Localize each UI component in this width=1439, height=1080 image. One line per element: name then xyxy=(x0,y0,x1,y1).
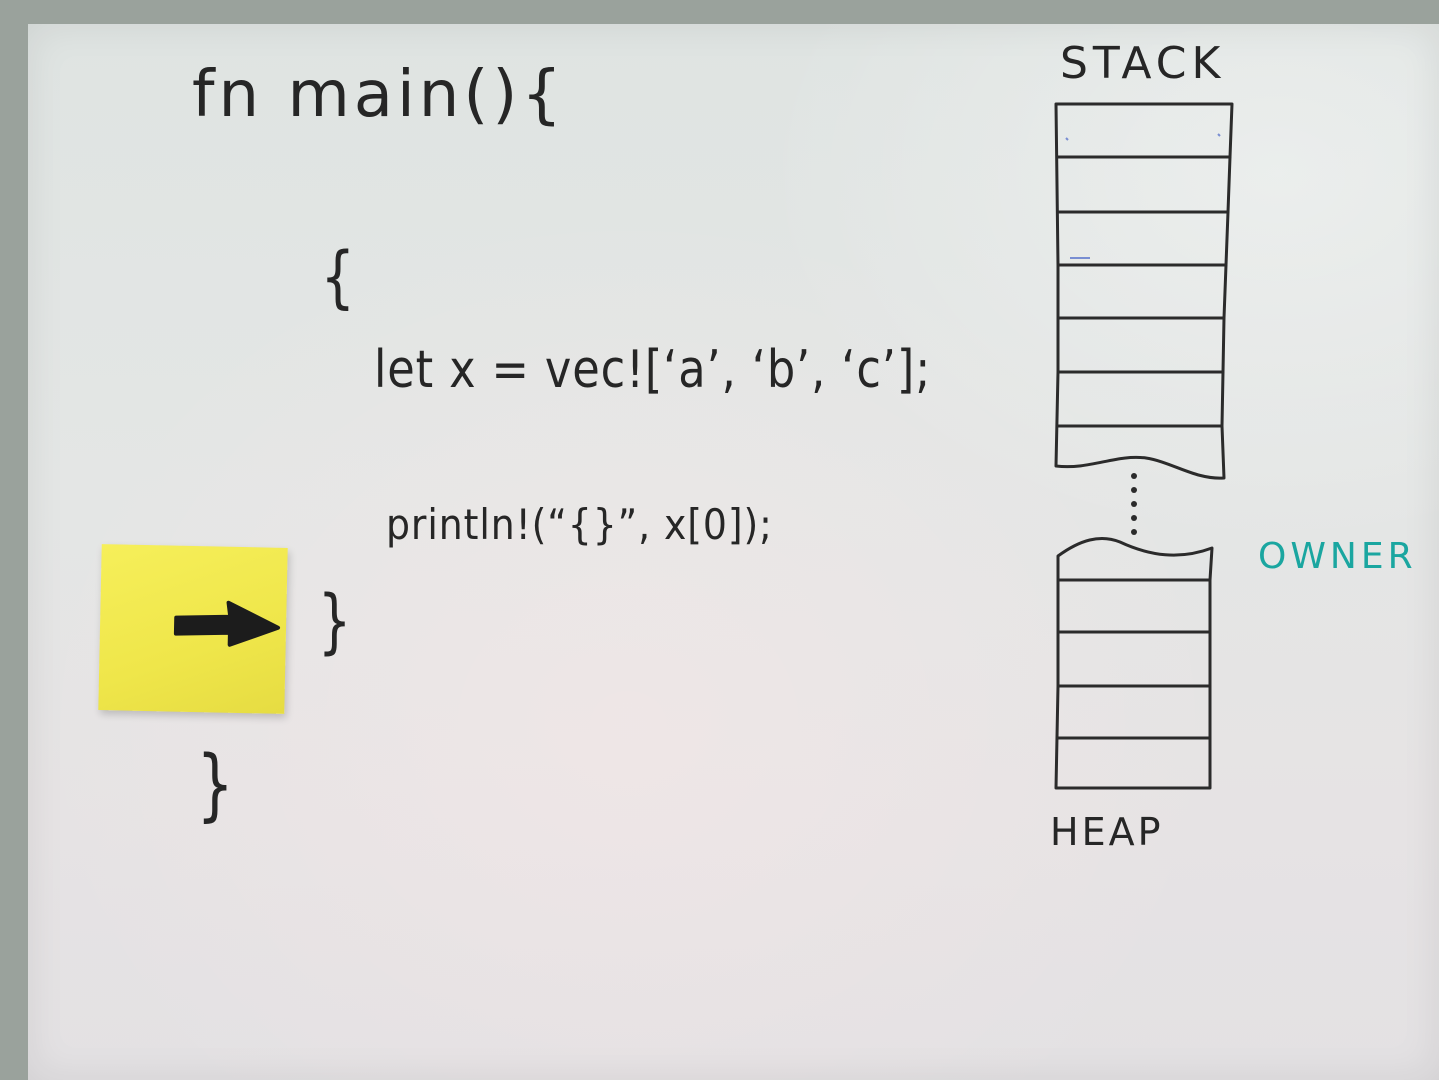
right-arrow-icon xyxy=(173,600,281,647)
code-inner-open-brace: { xyxy=(320,238,357,317)
faint-mark xyxy=(1217,133,1221,137)
code-main-close-brace: } xyxy=(196,740,236,830)
code-let-statement: let x = vec![‘a’, ‘b’, ‘c’]; xyxy=(374,340,932,400)
gap-dot xyxy=(1131,473,1137,479)
stack-column xyxy=(1054,102,1234,480)
gap-dot xyxy=(1131,487,1137,493)
code-inner-close-brace: } xyxy=(317,580,353,662)
sticky-note xyxy=(98,544,288,714)
faint-mark xyxy=(1065,137,1069,141)
gap-dot xyxy=(1131,515,1137,521)
stack-outline xyxy=(1054,102,1234,480)
code-println-statement: println!(“{}”, x[0]); xyxy=(386,500,773,549)
stack-heap-gap-dots xyxy=(1131,473,1137,535)
stack-faint-marks xyxy=(1065,133,1221,259)
owner-label: OWNER xyxy=(1258,536,1417,577)
stack-label: STACK xyxy=(1060,38,1226,89)
heap-label: HEAP xyxy=(1050,810,1164,854)
code-fn-main: fn main(){ xyxy=(192,58,566,132)
heap-column xyxy=(1054,537,1214,790)
heap-outline xyxy=(1054,537,1214,790)
gap-dot xyxy=(1131,501,1137,507)
gap-dot xyxy=(1131,529,1137,535)
